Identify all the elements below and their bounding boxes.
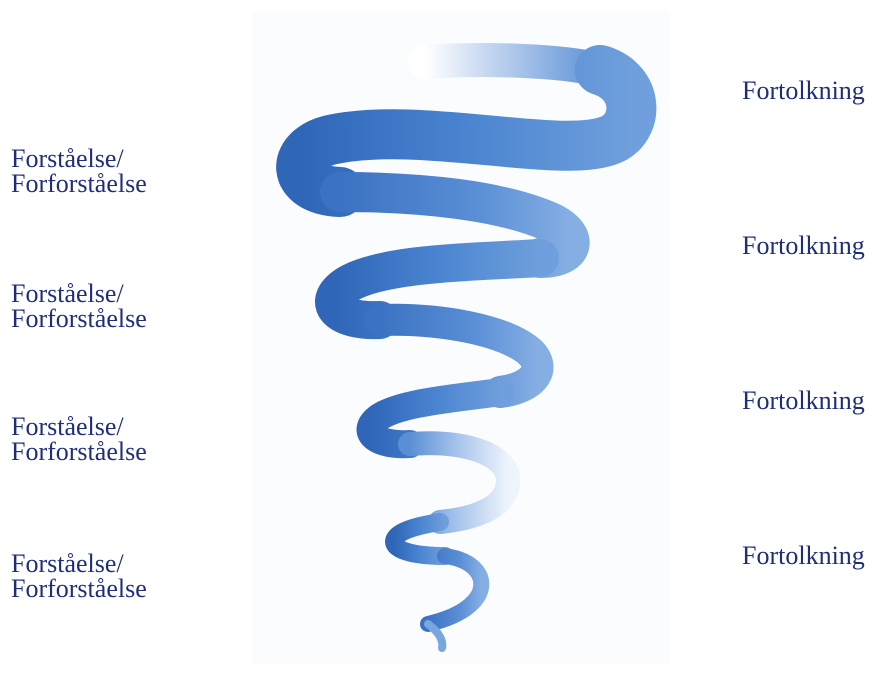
- right-label-2: Fortolkning: [742, 233, 865, 258]
- right-label-4: Fortolkning: [742, 543, 865, 568]
- left-label-2: Forståelse/ Forforståelse: [11, 281, 147, 331]
- left-label-1-line-2: Forforståelse: [11, 171, 147, 196]
- left-label-2-line-2: Forforståelse: [11, 306, 147, 331]
- left-label-2-line-1: Forståelse/: [11, 281, 147, 306]
- left-label-3-line-2: Forforståelse: [11, 439, 147, 464]
- right-label-1: Fortolkning: [742, 78, 865, 103]
- left-label-1: Forståelse/ Forforståelse: [11, 146, 147, 196]
- spiral-tip-top: [425, 60, 600, 70]
- left-label-1-line-1: Forståelse/: [11, 146, 147, 171]
- left-label-3: Forståelse/ Forforståelse: [11, 414, 147, 464]
- left-label-4-line-2: Forforståelse: [11, 576, 147, 601]
- left-label-4-line-1: Forståelse/: [11, 551, 147, 576]
- left-label-4: Forståelse/ Forforståelse: [11, 551, 147, 601]
- left-label-3-line-1: Forståelse/: [11, 414, 147, 439]
- right-label-3: Fortolkning: [742, 388, 865, 413]
